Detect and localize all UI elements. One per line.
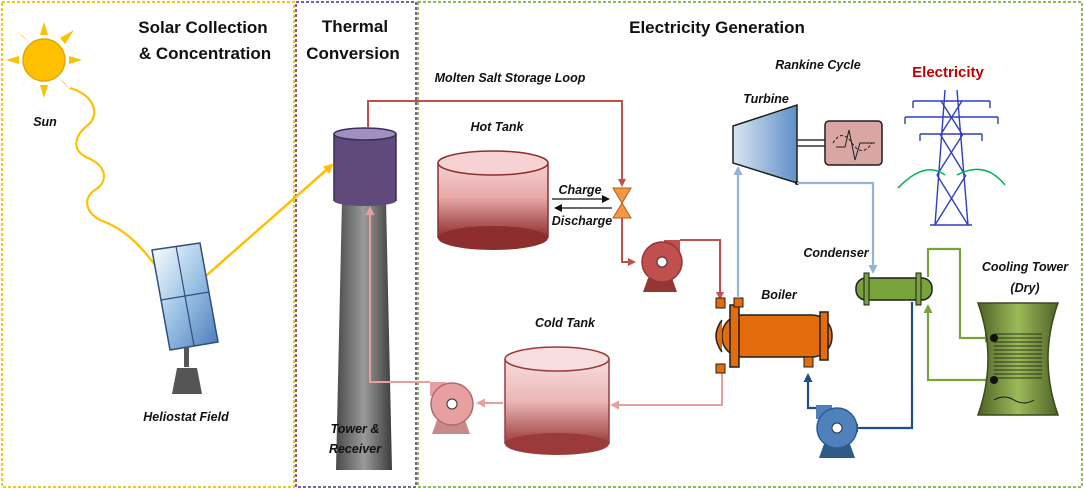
hot-salt-line-pump-to-boiler: [680, 239, 724, 300]
turbine-label: Turbine: [743, 92, 789, 106]
power-line-left: [897, 169, 946, 189]
sun-label: Sun: [33, 115, 57, 129]
cold-salt-line-boiler-to-tank: [610, 369, 723, 410]
reflected-beam-arrow: [181, 163, 334, 298]
cooling-line-condenser-to-tower: [926, 247, 994, 343]
cooling-tower-icon: [976, 302, 1060, 416]
cold-salt-pump-icon: [430, 382, 474, 434]
pylon-icon: [904, 89, 999, 226]
cooling-tower-label-2: (Dry): [1010, 281, 1039, 295]
cooling-line-tower-to-condenser: [923, 304, 992, 382]
heliostat-label: Heliostat Field: [143, 410, 229, 424]
molten-salt-label: Molten Salt Storage Loop: [435, 71, 586, 85]
condenser-label: Condenser: [803, 246, 869, 260]
cold-tank-icon: [504, 346, 610, 455]
hot-salt-pump-icon: [641, 240, 683, 292]
generator-icon: [824, 120, 883, 166]
hot-salt-line-receiver-to-valve: [367, 100, 626, 187]
feedwater-pump-icon: [816, 405, 858, 458]
tower-label-2: Receiver: [329, 442, 382, 456]
power-line-right: [956, 168, 1006, 186]
hot-tank-label: Hot Tank: [470, 120, 524, 134]
thermal-section-title-2: Conversion: [306, 44, 400, 63]
receiver-icon: [333, 127, 397, 206]
cold-tank-label: Cold Tank: [535, 316, 596, 330]
steam-line-turbine-to-condenser: [797, 181, 878, 274]
valve-icon: [612, 187, 632, 219]
sun-icon: [6, 22, 82, 98]
hot-salt-line-valve-to-pump: [621, 218, 636, 266]
electricity-label: Electricity: [912, 64, 984, 81]
tower-icon: [336, 200, 392, 470]
water-line-condenser-to-pump: [849, 302, 914, 433]
boiler-icon: [715, 297, 833, 374]
tower-label-1: Tower &: [331, 422, 380, 436]
solar-section-title-1: Solar Collection: [138, 18, 267, 37]
hot-tank-icon: [437, 150, 549, 250]
boiler-label: Boiler: [761, 288, 798, 302]
solar-section-border: [1, 1, 295, 488]
thermal-section-border: [295, 1, 417, 488]
cold-salt-line-pump-to-receiver: [365, 206, 430, 383]
solar-section-title-2: & Concentration: [139, 44, 271, 63]
turbine-icon: [732, 103, 798, 185]
electricity-section-title: Electricity Generation: [629, 18, 805, 37]
electricity-section-border: [417, 1, 1083, 488]
charge-label: Charge: [558, 183, 601, 197]
cooling-tower-label-1: Cooling Tower: [982, 260, 1069, 274]
rankine-label: Rankine Cycle: [775, 58, 861, 72]
heliostat-icon: [151, 242, 219, 394]
water-line-pump-to-boiler: [803, 373, 816, 410]
condenser-icon: [855, 272, 933, 306]
discharge-label: Discharge: [552, 214, 612, 228]
thermal-section-title-1: Thermal: [322, 17, 388, 36]
